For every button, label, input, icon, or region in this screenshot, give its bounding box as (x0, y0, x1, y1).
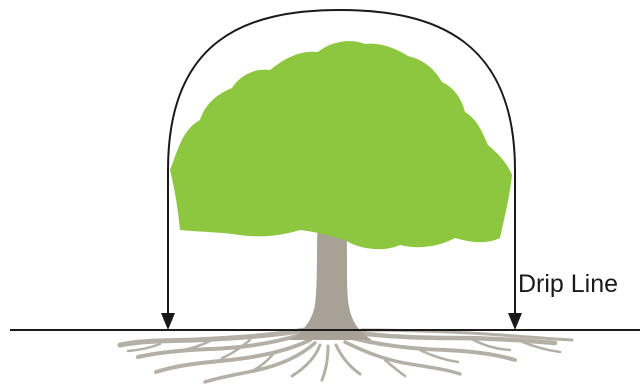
tree-canopy (170, 41, 512, 249)
right-arrowhead-icon (508, 313, 522, 330)
left-arrowhead-icon (161, 313, 175, 330)
drip-line-label: Drip Line (518, 270, 618, 298)
